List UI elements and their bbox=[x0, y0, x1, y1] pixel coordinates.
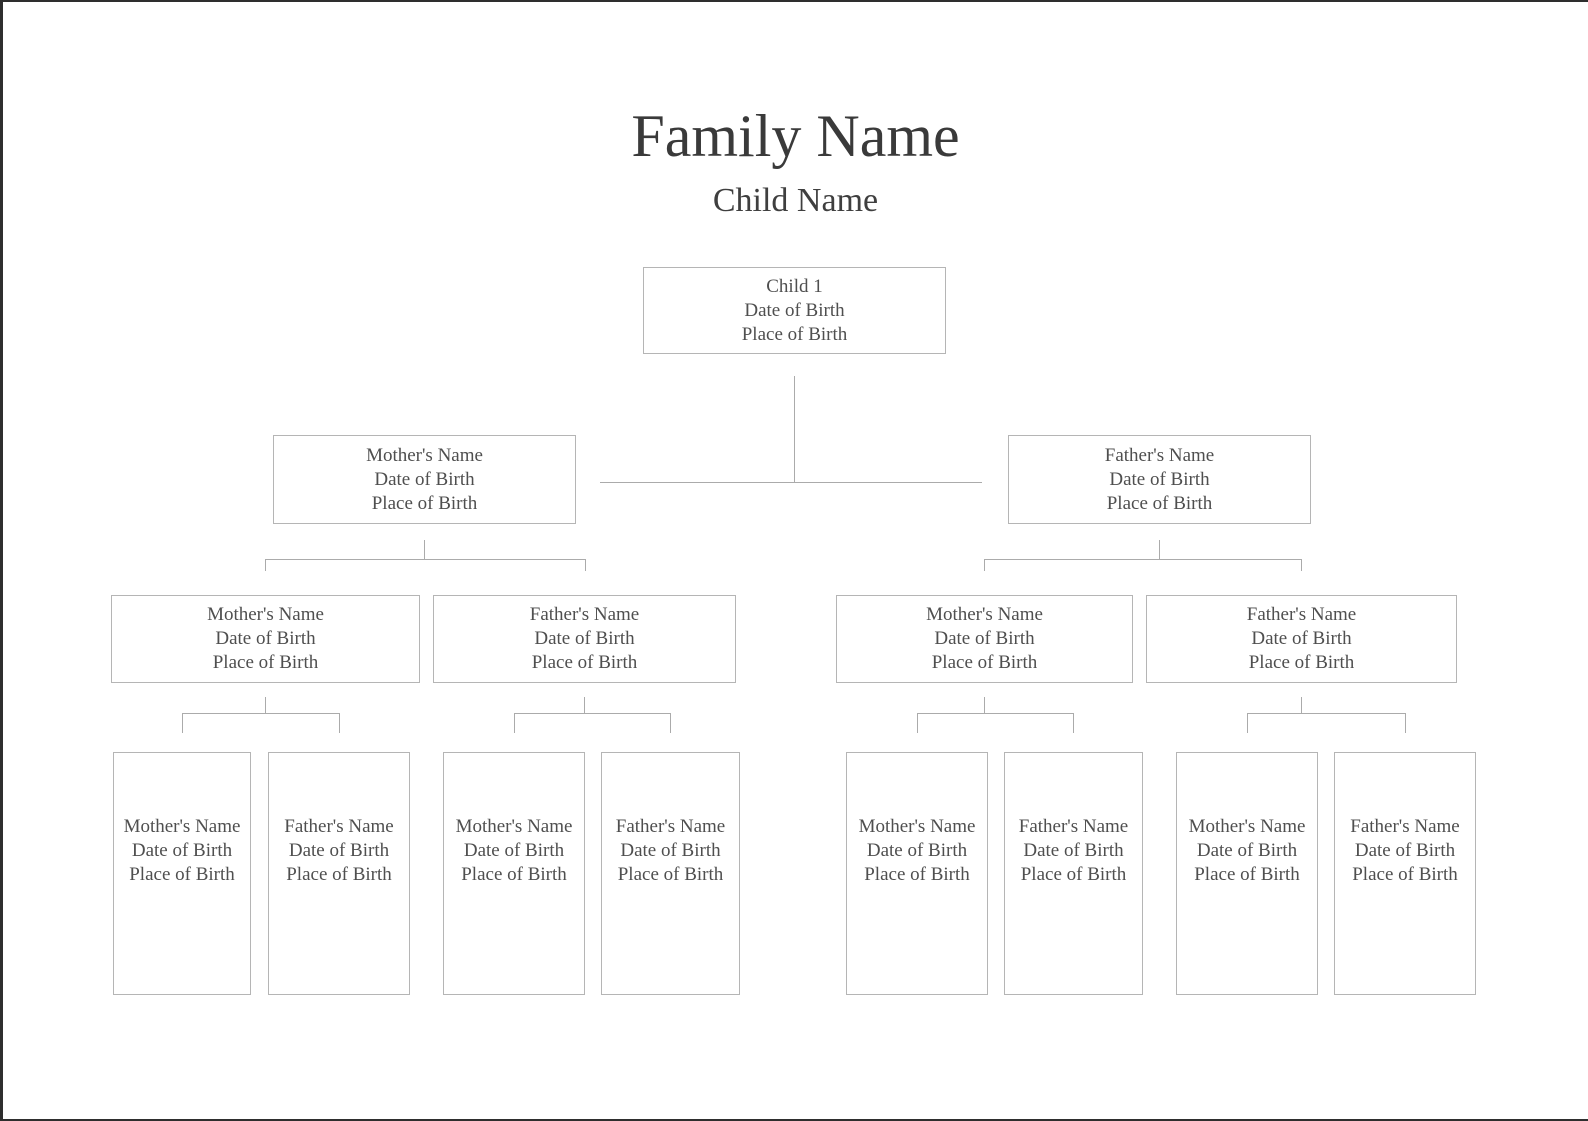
great-grandfather-box-3: Father's Name Date of Birth Place of Bir… bbox=[1004, 752, 1143, 995]
connector-grandparent2-bracket-right-tick bbox=[670, 713, 671, 733]
connector-grandparent3-bracket-bar bbox=[917, 713, 1073, 714]
connector-father-bracket-left-tick bbox=[984, 559, 985, 571]
connector-father-bracket-bar bbox=[984, 559, 1301, 560]
maternal-grandmother-box: Mother's Name Date of Birth Place of Bir… bbox=[111, 595, 420, 683]
great-grandfather-box-4: Father's Name Date of Birth Place of Bir… bbox=[1334, 752, 1476, 995]
paternal-grandmother-box: Mother's Name Date of Birth Place of Bir… bbox=[836, 595, 1133, 683]
connector-grandparent2-stem bbox=[584, 697, 585, 713]
person-pob: Place of Birth bbox=[1352, 864, 1458, 885]
child-box: Child 1 Date of Birth Place of Birth bbox=[643, 267, 946, 354]
person-dob: Date of Birth bbox=[374, 468, 475, 490]
connector-grandparent4-bracket-bar bbox=[1247, 713, 1405, 714]
connector-child-stem bbox=[794, 376, 795, 482]
connector-grandparent3-stem bbox=[984, 697, 985, 713]
person-dob: Date of Birth bbox=[1196, 840, 1298, 861]
connector-parents-bar bbox=[600, 482, 982, 483]
person-pob: Place of Birth bbox=[1020, 864, 1127, 885]
person-pob: Place of Birth bbox=[931, 652, 1038, 673]
father-box: Father's Name Date of Birth Place of Bir… bbox=[1008, 435, 1311, 524]
person-dob: Date of Birth bbox=[1109, 468, 1210, 490]
connector-grandparent1-bracket-bar bbox=[182, 713, 339, 714]
person-name: Father's Name bbox=[615, 816, 726, 837]
connector-mother-bracket-left-tick bbox=[265, 559, 266, 571]
person-dob: Date of Birth bbox=[1251, 628, 1352, 649]
person-dob: Date of Birth bbox=[288, 840, 390, 861]
great-grandmother-box-4: Mother's Name Date of Birth Place of Bir… bbox=[1176, 752, 1318, 995]
page-subtitle: Child Name bbox=[712, 182, 879, 219]
person-name: Father's Name bbox=[529, 604, 640, 625]
great-grandmother-box-3: Mother's Name Date of Birth Place of Bir… bbox=[846, 752, 988, 995]
person-dob: Date of Birth bbox=[534, 628, 635, 649]
person-name: Father's Name bbox=[1104, 444, 1215, 466]
person-name: Father's Name bbox=[1018, 816, 1129, 837]
person-name: Mother's Name bbox=[123, 816, 241, 837]
connector-grandparent2-bracket-bar bbox=[514, 713, 670, 714]
connector-father-bracket-right-tick bbox=[1301, 559, 1302, 571]
person-pob: Place of Birth bbox=[286, 864, 392, 885]
person-dob: Date of Birth bbox=[215, 628, 316, 649]
person-pob: Place of Birth bbox=[1106, 492, 1213, 514]
person-pob: Place of Birth bbox=[212, 652, 319, 673]
person-name: Mother's Name bbox=[455, 816, 573, 837]
person-pob: Place of Birth bbox=[617, 864, 724, 885]
connector-grandparent3-bracket-left-tick bbox=[917, 713, 918, 733]
person-name: Mother's Name bbox=[366, 444, 483, 466]
connector-grandparent3-bracket-right-tick bbox=[1073, 713, 1074, 733]
person-name: Mother's Name bbox=[1188, 816, 1306, 837]
paternal-grandfather-box: Father's Name Date of Birth Place of Bir… bbox=[1146, 595, 1457, 683]
person-name: Mother's Name bbox=[207, 604, 324, 625]
connector-mother-bracket-right-tick bbox=[585, 559, 586, 571]
connector-grandparent1-stem bbox=[265, 697, 266, 713]
connector-mother-stem bbox=[424, 540, 425, 559]
connector-grandparent4-stem bbox=[1301, 697, 1302, 713]
connector-grandparent4-bracket-right-tick bbox=[1405, 713, 1406, 733]
person-dob: Date of Birth bbox=[131, 840, 233, 861]
person-dob: Date of Birth bbox=[463, 840, 565, 861]
person-name: Mother's Name bbox=[926, 604, 1043, 625]
person-pob: Place of Birth bbox=[129, 864, 235, 885]
person-dob: Date of Birth bbox=[620, 840, 721, 861]
person-dob: Date of Birth bbox=[744, 299, 845, 321]
person-name: Mother's Name bbox=[858, 816, 976, 837]
connector-grandparent1-bracket-right-tick bbox=[339, 713, 340, 733]
connector-mother-bracket-bar bbox=[265, 559, 585, 560]
mother-box: Mother's Name Date of Birth Place of Bir… bbox=[273, 435, 576, 524]
connector-grandparent1-bracket-left-tick bbox=[182, 713, 183, 733]
maternal-grandfather-box: Father's Name Date of Birth Place of Bir… bbox=[433, 595, 736, 683]
person-dob: Date of Birth bbox=[934, 628, 1035, 649]
person-pob: Place of Birth bbox=[531, 652, 638, 673]
great-grandfather-box-2: Father's Name Date of Birth Place of Bir… bbox=[601, 752, 740, 995]
person-dob: Date of Birth bbox=[1023, 840, 1124, 861]
person-pob: Place of Birth bbox=[371, 492, 478, 514]
person-pob: Place of Birth bbox=[461, 864, 567, 885]
great-grandmother-box-1: Mother's Name Date of Birth Place of Bir… bbox=[113, 752, 251, 995]
page-title: Family Name bbox=[631, 103, 960, 169]
person-pob: Place of Birth bbox=[864, 864, 970, 885]
great-grandfather-box-1: Father's Name Date of Birth Place of Bir… bbox=[268, 752, 410, 995]
connector-father-stem bbox=[1159, 540, 1160, 559]
person-name: Father's Name bbox=[1350, 816, 1460, 837]
great-grandmother-box-2: Mother's Name Date of Birth Place of Bir… bbox=[443, 752, 585, 995]
person-pob: Place of Birth bbox=[741, 323, 848, 345]
person-dob: Date of Birth bbox=[866, 840, 968, 861]
person-name: Father's Name bbox=[1246, 604, 1357, 625]
person-name: Child 1 bbox=[766, 275, 823, 297]
person-name: Father's Name bbox=[284, 816, 394, 837]
person-pob: Place of Birth bbox=[1248, 652, 1355, 673]
connector-grandparent2-bracket-left-tick bbox=[514, 713, 515, 733]
person-dob: Date of Birth bbox=[1354, 840, 1456, 861]
person-pob: Place of Birth bbox=[1194, 864, 1300, 885]
connector-grandparent4-bracket-left-tick bbox=[1247, 713, 1248, 733]
